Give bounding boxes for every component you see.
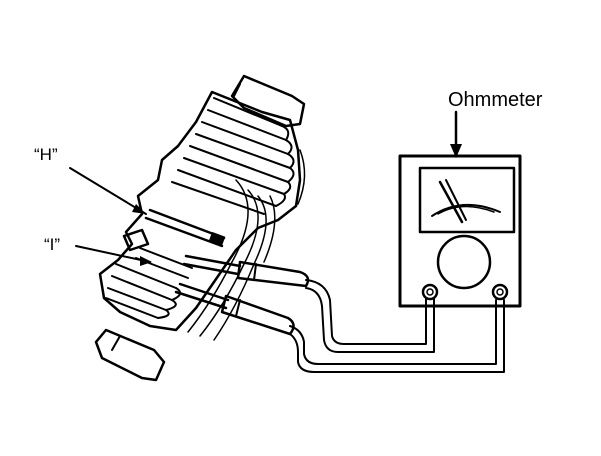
meter-terminal-left bbox=[421, 283, 439, 301]
terminal-i-label: “I” bbox=[44, 235, 60, 254]
terminal-h-label: “H” bbox=[34, 145, 58, 164]
ohmmeter-label: Ohmmeter bbox=[448, 89, 543, 111]
ohmmeter-body bbox=[398, 154, 522, 308]
meter-knob bbox=[436, 234, 492, 290]
pointer-arrow-icon bbox=[450, 144, 462, 158]
pointer-arrow-icon bbox=[132, 204, 146, 214]
ohmmeter bbox=[398, 154, 522, 308]
terminal-i-callout: “I” bbox=[44, 235, 152, 266]
lead-wires bbox=[289, 279, 505, 373]
terminal-h-callout: “H” bbox=[34, 145, 147, 215]
meter-display bbox=[418, 166, 516, 234]
meter-scale bbox=[431, 203, 501, 217]
regulator-component bbox=[94, 74, 306, 382]
meter-terminal-right bbox=[491, 283, 509, 301]
pointer-arrow-icon bbox=[140, 256, 152, 266]
needle-gauge-icon bbox=[438, 180, 464, 224]
test-probe-upper bbox=[182, 254, 310, 288]
ohmmeter-callout: Ohmmeter bbox=[448, 89, 543, 158]
